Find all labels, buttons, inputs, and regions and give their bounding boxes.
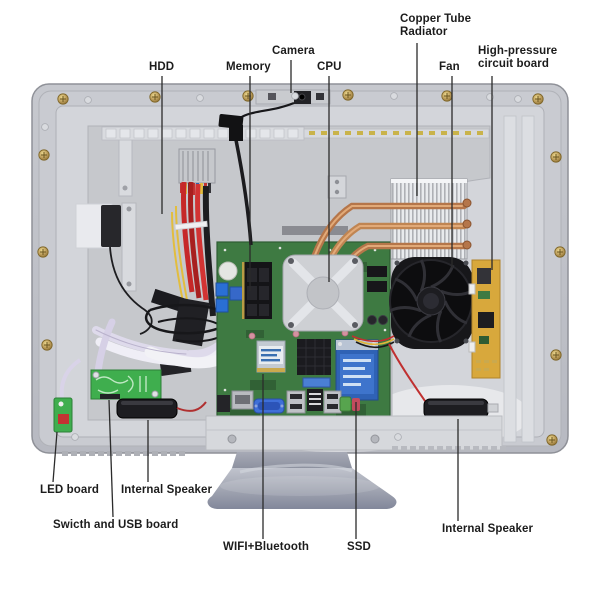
cooling-fan xyxy=(389,257,473,349)
internal-speaker-left xyxy=(116,398,207,419)
io-ports xyxy=(217,377,360,414)
label-cpu: CPU xyxy=(317,61,342,73)
wifi-module xyxy=(256,340,286,373)
audio-jack-out xyxy=(339,396,352,412)
zip-tie xyxy=(174,220,208,231)
leader-switch-usb-board xyxy=(108,399,114,518)
power-cable-bundle xyxy=(202,185,216,317)
label-camera: Camera xyxy=(272,45,315,57)
header-connector xyxy=(302,377,331,388)
high-pressure-circuit-board xyxy=(468,259,501,379)
internal-speaker-right xyxy=(423,398,499,419)
antenna-cable xyxy=(109,246,153,335)
stand-base xyxy=(207,468,397,509)
speaker-wire-right xyxy=(388,343,426,402)
camera-cable xyxy=(239,101,295,119)
power-jack xyxy=(217,395,230,412)
label-ssd: SSD xyxy=(347,541,371,553)
metal-bracket-bar xyxy=(121,202,137,292)
leader-led-board xyxy=(52,431,58,483)
camera-module xyxy=(218,89,331,141)
cpu-heatsink xyxy=(282,254,364,332)
label-switch-usb-board: Swicth and USB board xyxy=(53,519,179,531)
label-internal-speaker-right: Internal Speaker xyxy=(442,523,534,535)
led-board xyxy=(53,358,82,433)
label-led-board: LED board xyxy=(40,484,100,496)
case-screws xyxy=(37,89,566,446)
label-memory: Memory xyxy=(226,61,271,73)
top-clip-strip xyxy=(101,126,305,141)
ssd-module xyxy=(335,339,379,401)
panel-gap-shadow xyxy=(282,226,348,235)
fan-cable xyxy=(351,335,395,349)
label-internal-speaker-left: Internal Speaker xyxy=(121,484,213,496)
label-high-pressure-board: High-pressure circuit board xyxy=(478,45,558,71)
antenna-strip xyxy=(101,205,121,247)
stand xyxy=(207,452,397,509)
label-fan: Fan xyxy=(439,61,460,73)
label-wifi-bluetooth: WIFI+Bluetooth xyxy=(223,541,310,553)
stand-neck xyxy=(232,452,352,468)
leader-lines xyxy=(52,43,493,539)
right-case-ribs xyxy=(503,115,535,443)
switch-usb-board xyxy=(90,369,162,400)
sata-cables xyxy=(171,181,216,317)
ram-module xyxy=(242,262,272,319)
label-copper-tube-radiator: Copper Tube Radiator xyxy=(400,13,472,39)
chipset-heatsink xyxy=(297,339,331,375)
cmos-battery xyxy=(218,261,238,281)
label-hdd: HDD xyxy=(149,61,175,73)
vrm-components xyxy=(367,266,388,325)
sata-ports xyxy=(215,282,244,313)
heat-pipe-clamp xyxy=(327,175,347,199)
ribbon-cables xyxy=(92,318,227,376)
stand-bracket xyxy=(205,415,503,451)
led-backlight-strip xyxy=(303,128,490,139)
